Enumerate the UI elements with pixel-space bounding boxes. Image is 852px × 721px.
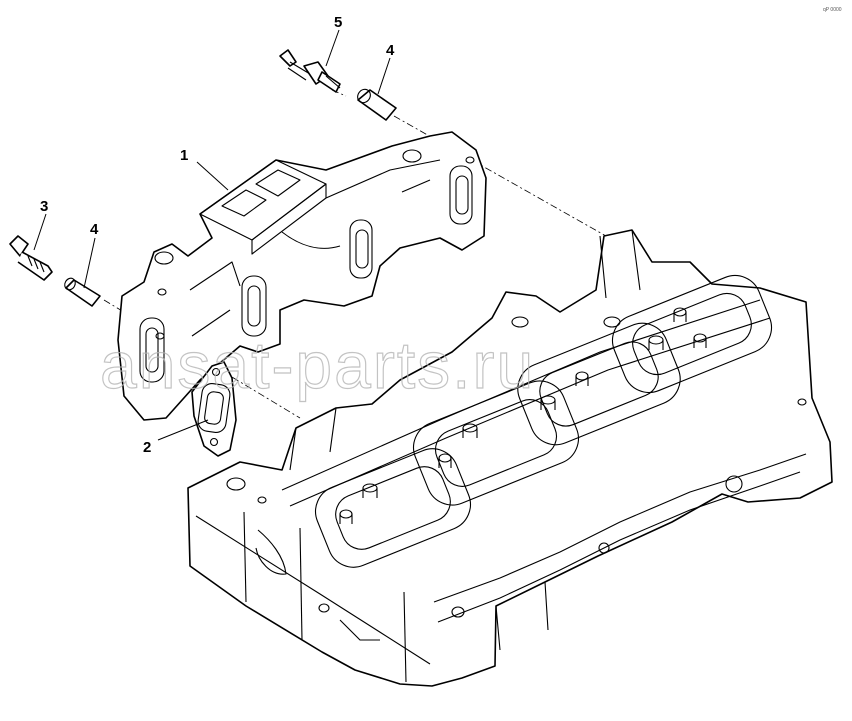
corner-code: qP 0000 (823, 7, 842, 13)
callout-4-left: 4 (90, 221, 99, 238)
callout-5: 5 (334, 14, 342, 31)
manifold-bolt (9, 235, 53, 281)
manifold-gasket (191, 361, 237, 457)
spacer-sleeve-top (357, 88, 397, 121)
manifold-stud (279, 49, 341, 93)
callout-1: 1 (180, 147, 188, 164)
spacer-sleeve-left (64, 277, 101, 307)
callout-3: 3 (40, 198, 48, 215)
leader-lines (33, 29, 391, 441)
callout-2: 2 (143, 439, 151, 456)
watermark: ansat-parts.ru (100, 328, 535, 402)
callout-4-top: 4 (386, 42, 395, 59)
cylinder-head (187, 229, 833, 687)
